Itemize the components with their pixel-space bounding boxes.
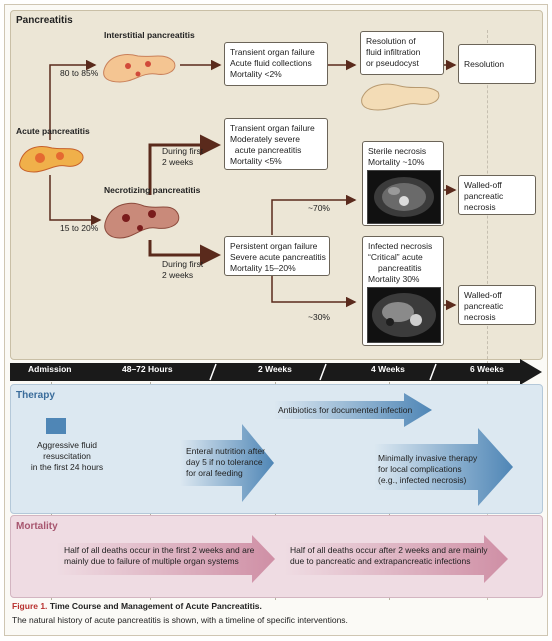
aggressive-fluid-marker — [46, 418, 66, 434]
infected-necrosis-box: Infected necrosis “Critical” acute pancr… — [362, 236, 444, 346]
mortality-early-arrow — [56, 535, 275, 583]
interstitial-pancreas-image — [103, 54, 176, 83]
timeline-breaks — [209, 363, 437, 381]
pct-70: ~70% — [308, 203, 330, 213]
timeline-bar — [10, 363, 526, 381]
pancreatitis-title: Pancreatitis — [16, 15, 73, 26]
tick-2-weeks: 2 Weeks — [258, 364, 292, 374]
mortality-title: Mortality — [16, 521, 58, 532]
minimally-invasive-arrow — [374, 428, 513, 506]
pct-necrotizing: 15 to 20% — [60, 223, 99, 233]
resolution-box: Resolution — [458, 44, 536, 84]
antibiotics-text: Antibiotics for documented infection — [278, 405, 413, 415]
figure-title: Time Course and Management of Acute Panc… — [49, 601, 262, 611]
mortality-late-arrow — [284, 535, 508, 583]
walled-off-box-2: Walled-off pancreatic necrosis — [458, 285, 536, 325]
pct-30: ~30% — [308, 312, 330, 322]
therapy-title: Therapy — [16, 390, 55, 401]
timeline-arrowhead — [520, 359, 542, 385]
pct-interstitial: 80 to 85% — [60, 68, 99, 78]
ct-scan-sterile-image — [367, 170, 441, 224]
acute-pancreas-image — [19, 146, 84, 173]
necrotizing-pancreas-image — [104, 202, 180, 239]
tick-4-weeks: 4 Weeks — [371, 364, 405, 374]
persistent-organ-failure-box: Persistent organ failure Severe acute pa… — [224, 236, 330, 276]
figure-caption-title: Figure 1. Time Course and Management of … — [12, 600, 542, 612]
transient-organ-failure-box-2: Transient organ failure Moderately sever… — [224, 118, 328, 170]
enteral-nutrition-arrow — [180, 424, 274, 502]
ct-scan-infected-image — [367, 287, 441, 343]
antibiotics-arrow — [274, 393, 432, 427]
resolved-pancreas-image — [361, 83, 440, 111]
figure-caption-body: The natural history of acute pancreatiti… — [12, 615, 348, 625]
transient-organ-failure-box-1: Transient organ failure Acute fluid coll… — [224, 42, 328, 86]
enteral-nutrition-text: Enteral nutrition after day 5 if no tole… — [186, 446, 265, 478]
sterile-necrosis-box: Sterile necrosis Mortality ~10% — [362, 141, 444, 226]
tick-48-72-hours: 48–72 Hours — [122, 364, 173, 374]
necrotizing-label: Necrotizing pancreatitis — [104, 185, 201, 195]
minimally-invasive-text: Minimally invasive therapy for local com… — [378, 453, 478, 485]
figure-number: Figure 1. — [12, 601, 48, 611]
mortality-early-text: Half of all deaths occur in the first 2 … — [64, 545, 255, 566]
mortality-late-text: Half of all deaths occur after 2 weeks a… — [290, 545, 488, 566]
resolution-fluid-box: Resolution of fluid infiltration or pseu… — [360, 31, 444, 75]
tick-6-weeks: 6 Weeks — [470, 364, 504, 374]
tick-admission: Admission — [28, 364, 72, 374]
acute-pancreatitis-label: Acute pancreatitis — [16, 126, 90, 136]
aggressive-fluid-text: Aggressive fluid resuscitation in the fi… — [30, 440, 104, 472]
walled-off-box-1: Walled-off pancreatic necrosis — [458, 175, 536, 215]
interstitial-label: Interstitial pancreatitis — [104, 30, 195, 40]
